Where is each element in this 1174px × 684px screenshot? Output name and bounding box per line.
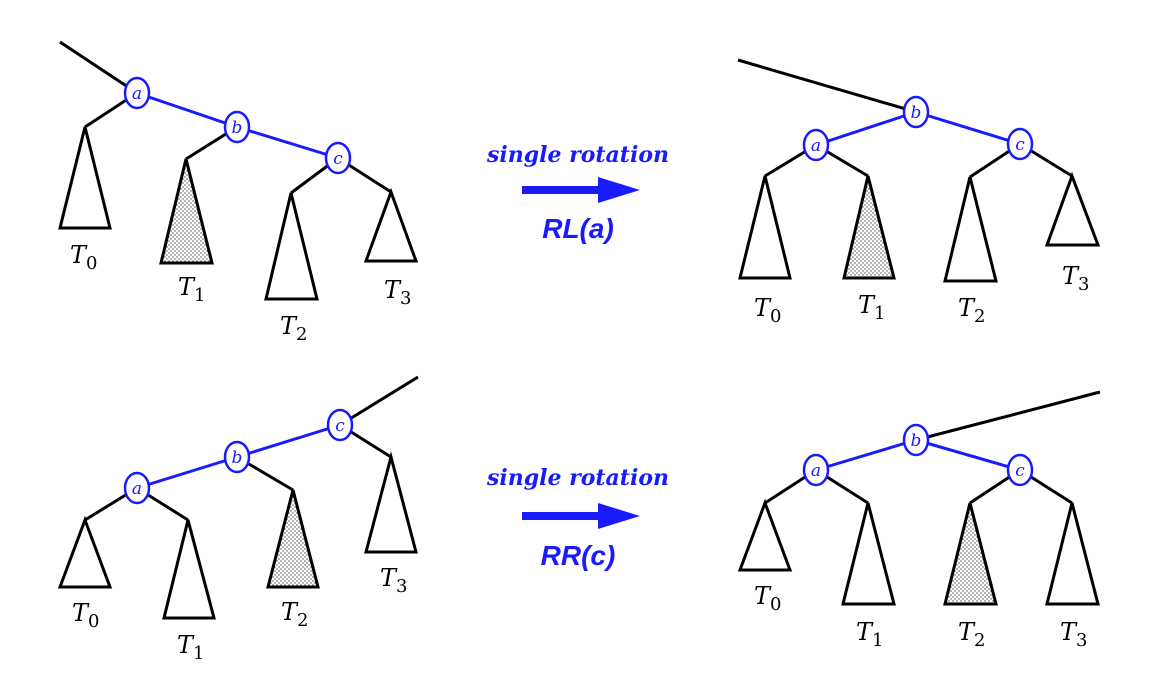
node-b [902,423,930,457]
subtree-label-2: T2 [958,294,985,327]
node-b [223,110,251,144]
node-label-c: c [335,416,345,436]
subtree-label-3: T3 [380,564,407,597]
subtree-triangle-1 [159,158,214,265]
arrow-head-bottom [598,503,640,529]
subtree-label-2: T2 [958,618,985,651]
node-c [1006,127,1034,161]
subtree-label-0: T0 [754,294,781,327]
subtree-triangle-2 [264,192,319,301]
subtree-label-2: T2 [280,312,307,345]
subtree-triangle-1 [841,502,896,606]
node-b [902,95,930,129]
node-label-a: a [811,461,821,481]
subtree-triangle-3 [364,451,418,554]
rotation-caption-top: single rotation [486,142,669,168]
node-a [123,76,151,110]
tree-edge-a-b [815,438,917,472]
node-label-b: b [911,103,922,123]
subtree-triangle-0 [738,175,792,280]
node-label-b: b [232,448,243,468]
subtree-triangle-3 [363,187,419,263]
node-label-a: a [132,84,142,104]
subtree-triangle-3 [1044,171,1101,247]
subtree-label-0: T0 [754,582,781,615]
tree-edge-b-c [915,438,1021,472]
parent-edge [59,40,138,95]
rotation-caption-bottom: single rotation [486,465,669,491]
subtree-label-1: T1 [177,631,204,664]
rotation-arrow-top: single rotation RL(a) [486,142,669,244]
node-label-c: c [1015,135,1025,155]
parent-edge [915,390,1101,442]
subtree-triangle-2 [943,176,998,283]
subtree-triangle-1 [162,519,216,620]
subtree-label-1: T1 [178,273,205,306]
node-c [324,141,352,175]
rotation-name-bottom: RR(c) [541,540,616,571]
tree-edge-b-c [236,125,339,160]
tree-edge-b-c [915,110,1021,146]
node-c [326,408,354,442]
node-label-c: c [333,149,343,169]
subtree-triangle-0 [57,515,113,589]
tree-edge-a-b [815,110,917,147]
rotation-name-top: RL(a) [542,213,614,244]
subtree-triangle-1 [842,175,896,280]
node-a [802,453,830,487]
parent-edge [737,58,917,114]
subtree-label-1: T1 [858,291,885,324]
node-label-b: b [911,431,922,451]
subtree-label-3: T3 [1062,262,1089,295]
tree-top-right: T0 T1 T2 T3 a b c [737,58,1101,327]
rotation-arrow-bottom: single rotation RR(c) [486,465,669,571]
subtree-label-3: T3 [1060,618,1087,651]
subtree-triangle-2 [943,502,998,606]
parent-edge [339,375,419,427]
subtree-label-3: T3 [384,276,411,309]
node-c [1006,453,1034,487]
node-label-a: a [132,479,142,499]
node-label-c: c [1015,461,1025,481]
tree-edge-a-b [136,91,238,129]
node-a [802,128,830,162]
tree-edge-b-c [236,423,341,459]
node-a [123,471,151,505]
subtree-triangle-0 [737,498,793,572]
subtree-triangle-3 [1045,502,1100,606]
subtree-label-1: T1 [856,618,883,651]
subtree-label-0: T0 [72,599,99,632]
subtree-label-2: T2 [281,598,308,631]
node-label-a: a [811,136,821,156]
arrow-head-top [598,177,640,203]
node-b [223,440,251,474]
subtree-triangle-2 [266,489,320,589]
subtree-triangle-0 [58,126,112,230]
tree-edge-a-b [136,455,238,490]
node-label-b: b [232,118,243,138]
subtree-label-0: T0 [70,241,97,274]
